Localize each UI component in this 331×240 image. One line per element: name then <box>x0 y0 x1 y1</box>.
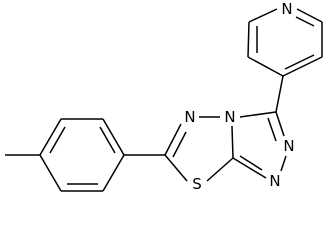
bond-pyr-c2-n <box>248 8 278 23</box>
sulfur-label: S <box>192 175 202 193</box>
bond-tolyl-1 <box>39 118 62 156</box>
bond-pyr-double-2 <box>295 16 315 27</box>
bond-tolyl-6 <box>39 154 62 192</box>
bond-n2-n1 <box>280 155 287 172</box>
bond-pyr-n-c6 <box>296 8 323 23</box>
bond-c6-n5 <box>164 123 182 156</box>
bond-pyr-c5-c4 <box>282 56 323 77</box>
bond-pyr-c4-c3 <box>247 56 284 77</box>
bond-tolyl-3 <box>102 118 125 156</box>
bond-c7a-s <box>206 157 234 182</box>
triazole-nitrogen-lower-label: N <box>269 172 280 190</box>
bond-c3-n2-double <box>267 117 277 142</box>
bond-n1-c7a <box>232 157 267 179</box>
bond-tolyl-double-1 <box>49 126 66 154</box>
bond-triazole-pyridine <box>275 75 284 113</box>
bond-s-c6 <box>164 154 188 182</box>
bond-c6-n5-double <box>172 131 187 158</box>
thiadiazole-nitrogen-label: N <box>184 108 195 126</box>
bond-c3-n2 <box>275 111 285 137</box>
bond-n4-c7a <box>231 125 234 159</box>
triazole-nitrogen-upper-label: N <box>283 137 294 155</box>
bond-tolyl-4 <box>102 154 125 192</box>
bonds <box>5 8 323 192</box>
atom-labels: N N N N N S <box>184 0 294 193</box>
bond-n1-c7a-double <box>239 155 263 171</box>
bond-n4-c3 <box>239 111 277 118</box>
bond-tolyl-double-2 <box>99 126 116 154</box>
bond-pyr-c3-c2 <box>247 21 250 58</box>
bond-pyr-double-3 <box>284 54 315 70</box>
chemical-structure-diagram: N N N N N S <box>5 0 323 193</box>
fused-nitrogen-label: N <box>224 108 235 126</box>
pyridine-nitrogen-label: N <box>281 0 292 18</box>
